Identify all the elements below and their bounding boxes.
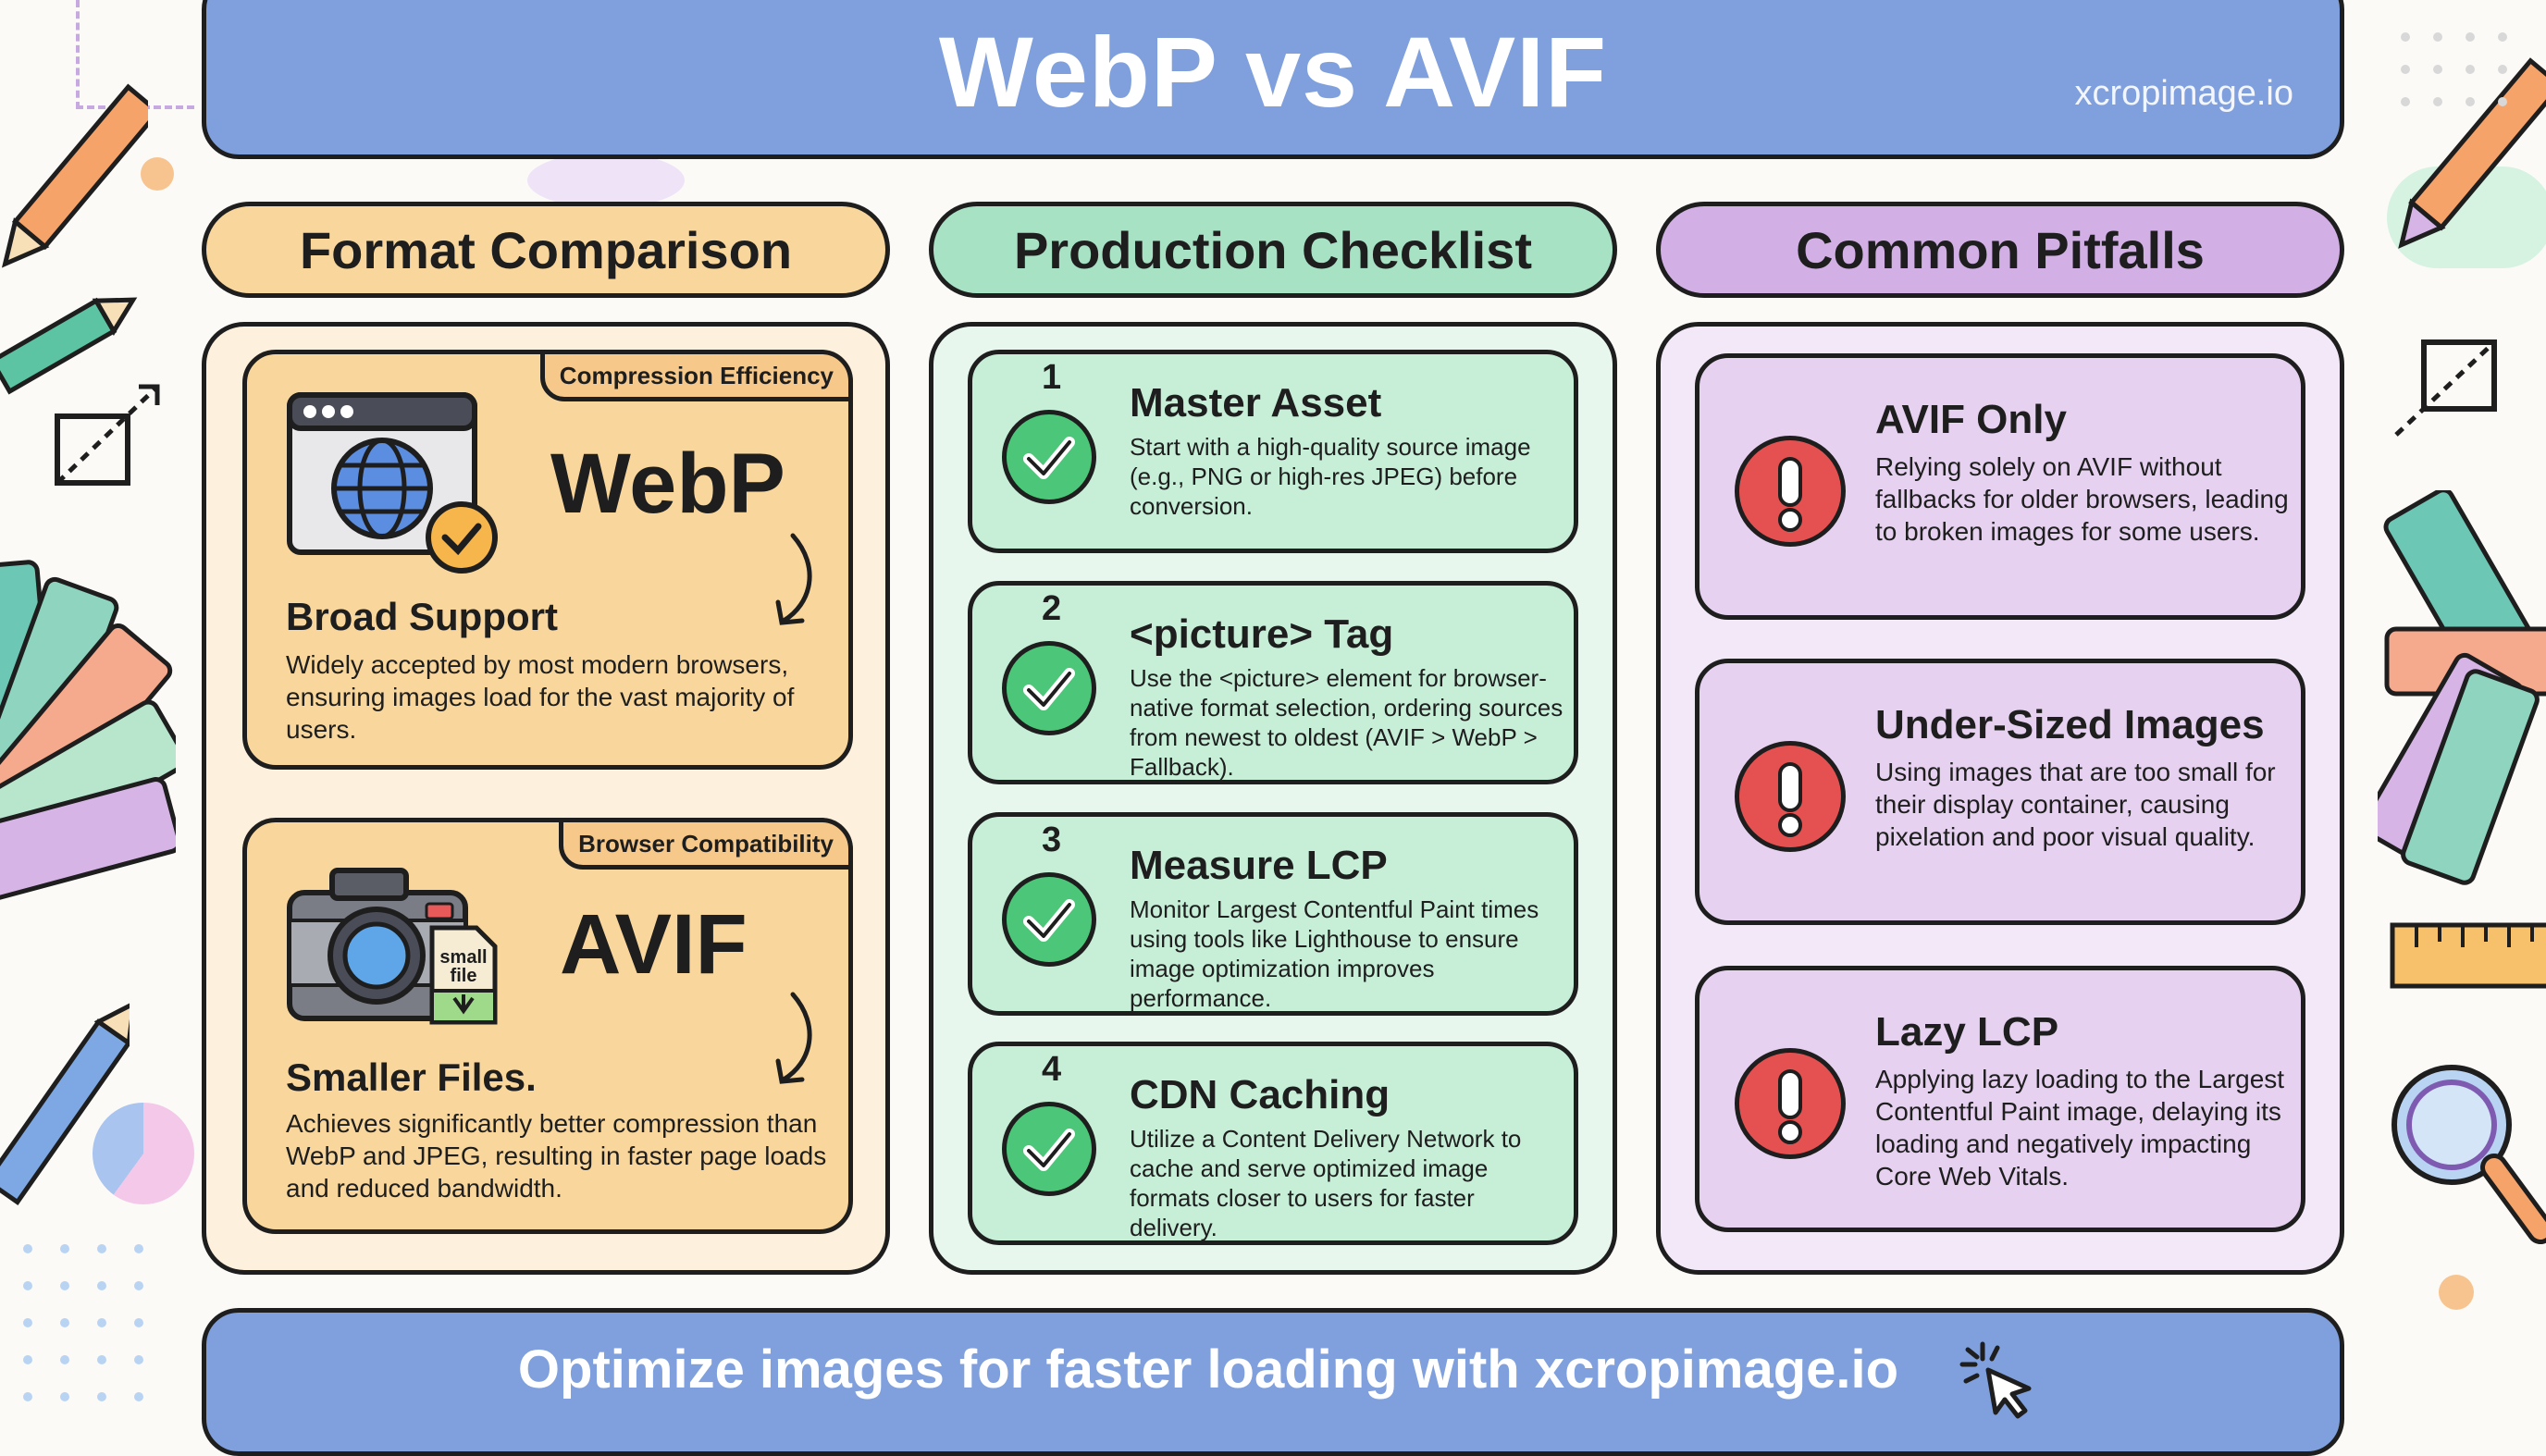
format-comparison-header: Format Comparison (202, 202, 890, 298)
checklist-item: 1 Master Asset Start with a high-quality… (968, 350, 1578, 553)
dot-grid-decoration (2401, 32, 2507, 106)
checklist-item: 2 <picture> Tag Use the <picture> elemen… (968, 581, 1578, 784)
crop-icon (55, 384, 160, 486)
avif-card: Browser Compatibility small file AVIF Sm… (242, 818, 853, 1234)
camera-file-icon: small file (287, 868, 498, 1025)
pitfall-item: AVIF Only Relying solely on AVIF without… (1695, 353, 2305, 620)
checklist-title: CDN Caching (1130, 1072, 1390, 1117)
curved-arrow-icon (775, 992, 812, 1084)
alert-icon (1735, 1048, 1846, 1159)
checklist-description: Utilize a Content Delivery Network to ca… (1130, 1125, 1522, 1241)
brand-label: xcropimage.io (2074, 74, 2293, 113)
alert-icon (1735, 741, 1846, 852)
pencil-icon (1, 83, 148, 268)
pitfall-description: Using images that are too small for thei… (1875, 758, 2276, 851)
orange-dot-decoration (141, 157, 174, 191)
checklist-title: <picture> Tag (1130, 611, 1394, 657)
step-number: 2 (1042, 589, 1062, 628)
common-pitfalls-header: Common Pitfalls (1656, 202, 2344, 298)
magnifier-icon (2392, 1065, 2546, 1244)
pitfall-description: Applying lazy loading to the Largest Con… (1875, 1065, 2285, 1191)
header-banner: WebP vs AVIF xcropimage.io (202, 0, 2344, 159)
format-description: Widely accepted by most modern browsers,… (286, 650, 795, 744)
checklist-item: 3 Measure LCP Monitor Largest Contentful… (968, 812, 1578, 1016)
checklist-title: Measure LCP (1130, 843, 1388, 888)
production-checklist-header: Production Checklist (929, 202, 1617, 298)
color-swatch-fan-icon (0, 560, 176, 907)
footer-text: Optimize images for faster loading with … (517, 1339, 1899, 1400)
pitfall-item: Lazy LCP Applying lazy loading to the La… (1695, 966, 2305, 1232)
format-name: AVIF (560, 897, 748, 992)
checklist-description: Monitor Largest Contentful Paint times u… (1130, 895, 1539, 1012)
column-title: Common Pitfalls (1796, 220, 2205, 279)
ruler-icon (2390, 922, 2546, 989)
webp-card: Compression Efficiency WebP Broad Suppor… (242, 350, 853, 770)
pencil-icon (2398, 57, 2546, 249)
alert-icon (1735, 436, 1846, 547)
orange-dot-decoration (2439, 1275, 2474, 1310)
checkmark-icon (1002, 1102, 1096, 1196)
pitfall-title: AVIF Only (1875, 397, 2067, 442)
format-subtitle: Broad Support (286, 595, 558, 638)
cursor-click-icon (1959, 1341, 2032, 1419)
step-number: 4 (1042, 1050, 1062, 1089)
pitfall-description: Relying solely on AVIF without fallbacks… (1875, 452, 2289, 546)
purple-blob-decoration (527, 153, 685, 208)
browser-globe-icon (287, 392, 498, 574)
format-description: Achieves significantly better compressio… (286, 1109, 827, 1203)
color-swatch-fan-icon (2378, 490, 2546, 885)
file-label: small (439, 947, 487, 968)
checklist-title: Master Asset (1130, 380, 1382, 426)
checklist-description: Start with a high-quality source image (… (1130, 433, 1531, 520)
column-title: Production Checklist (1013, 220, 1533, 279)
format-name: WebP (550, 437, 785, 531)
page-title: WebP vs AVIF (938, 16, 1608, 128)
curved-arrow-icon (775, 533, 812, 625)
column-title: Format Comparison (299, 220, 793, 279)
crop-icon (2394, 339, 2497, 437)
checkmark-icon (1002, 410, 1096, 504)
pencil-icon (0, 297, 138, 395)
step-number: 3 (1042, 821, 1062, 859)
file-label: file (451, 966, 477, 986)
pitfall-title: Under-Sized Images (1875, 702, 2265, 747)
footer-banner: Optimize images for faster loading with … (202, 1308, 2344, 1456)
pitfall-title: Lazy LCP (1875, 1009, 2059, 1055)
step-number: 1 (1042, 358, 1062, 397)
pie-decoration (93, 1103, 194, 1204)
checkmark-icon (1002, 872, 1096, 967)
format-subtitle: Smaller Files. (286, 1055, 537, 1099)
browser-compatibility-tab: Browser Compatibility (559, 818, 853, 870)
checklist-description: Use the <picture> element for browser-na… (1130, 664, 1563, 781)
pencil-icon (0, 999, 130, 1206)
pitfall-item: Under-Sized Images Using images that are… (1695, 659, 2305, 925)
checkmark-icon (1002, 641, 1096, 735)
compression-efficiency-tab: Compression Efficiency (539, 350, 853, 401)
checklist-item: 4 CDN Caching Utilize a Content Delivery… (968, 1042, 1578, 1245)
dot-grid-decoration (23, 1244, 143, 1401)
